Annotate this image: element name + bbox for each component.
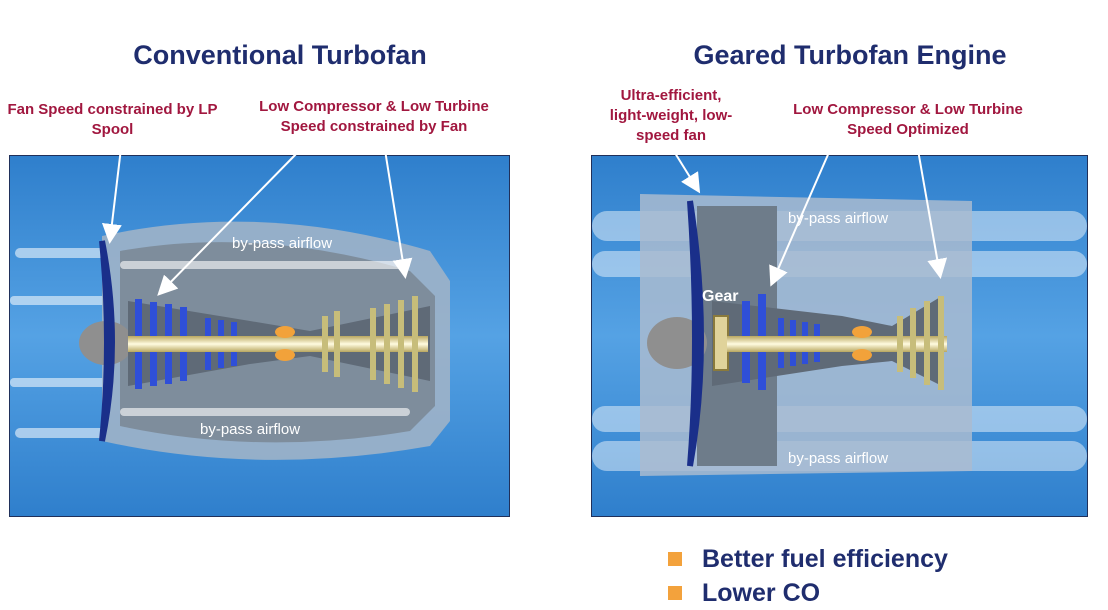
bullet-square-icon <box>668 552 682 566</box>
list-item: Lower CO <box>668 576 948 610</box>
bullet-square-icon <box>668 586 682 600</box>
arrow-compressor-right <box>769 149 831 287</box>
bypass-airflow-top-label: by-pass airflow <box>232 235 333 252</box>
arrow-compressor-left <box>157 149 301 296</box>
bypass-airflow-top-label: by-pass airflow <box>788 210 889 227</box>
geared-turbofan-title: Geared Turbofan Engine <box>693 40 1007 70</box>
benefits-list: Better fuel efficiency Lower CO <box>668 542 948 610</box>
callout-ultra-efficient-fan: Ultra-efficient, light-weight, low-speed… <box>609 87 733 144</box>
geared-engine-illustration: Gear by-pass airflow by-pass airflow <box>591 155 1088 517</box>
callout-low-compressor-optimized: Low Compressor & Low Turbine Speed Optim… <box>793 101 1023 138</box>
bullet-text: Lower CO <box>702 578 821 607</box>
callout-arrows <box>101 139 948 296</box>
arrow-turbine-left <box>384 149 413 279</box>
gear-label: Gear <box>702 288 739 305</box>
conventional-turbofan-title: Conventional Turbofan <box>133 40 427 70</box>
arrow-turbine-right <box>917 149 948 279</box>
bullet-text: Better fuel efficiency <box>702 544 948 573</box>
conventional-engine-illustration: by-pass airflow by-pass airflow <box>9 155 510 517</box>
arrow-fan-left <box>101 139 123 244</box>
arrow-fan-right <box>669 144 701 194</box>
bypass-airflow-bottom-label: by-pass airflow <box>200 421 301 438</box>
bypass-airflow-bottom-label: by-pass airflow <box>788 450 889 467</box>
callout-low-compressor-constrained: Low Compressor & Low Turbine Speed const… <box>259 98 489 135</box>
callout-fan-speed: Fan Speed constrained by LP Spool <box>7 101 218 138</box>
list-item: Better fuel efficiency <box>668 542 948 576</box>
